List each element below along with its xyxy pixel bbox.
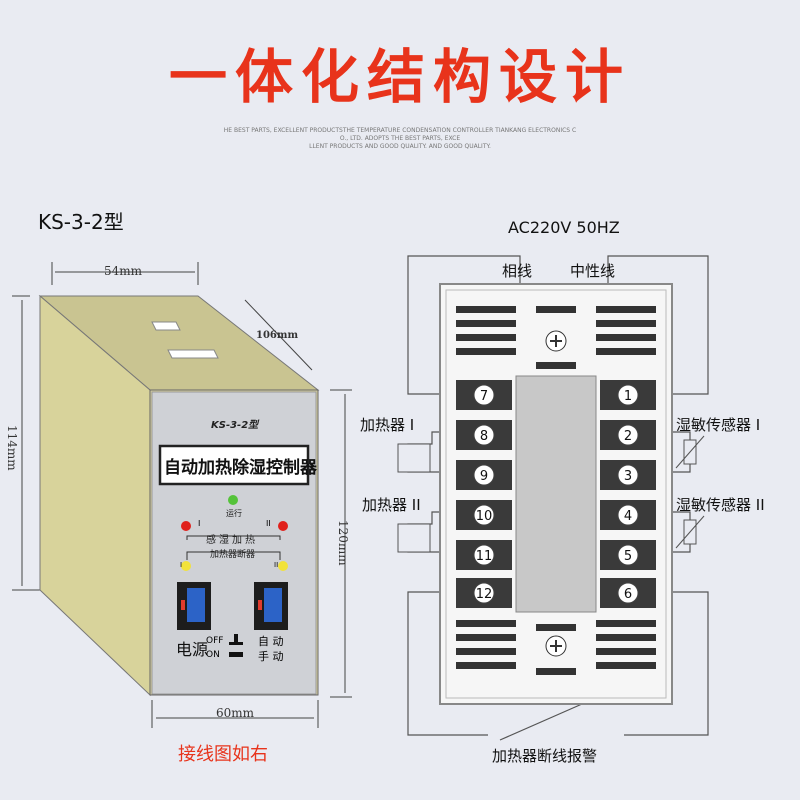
- break-led-2: [278, 561, 288, 571]
- top-slot-1: [151, 321, 181, 331]
- center-window: [515, 375, 597, 613]
- terminal-6: [617, 582, 639, 604]
- terminal-12-label: 12: [476, 587, 493, 602]
- panel-model: KS-3-2型: [211, 420, 259, 431]
- heater-1-label: 加热器 I: [360, 416, 415, 434]
- power-switch-1[interactable]: [177, 582, 211, 630]
- break-led-1: [181, 561, 191, 571]
- terminal-3-label: 3: [624, 469, 632, 484]
- subtitle-line-2: O., LTD. ADOPTS THE BEST PARTS, EXCE: [339, 135, 461, 142]
- ch2-label: II: [266, 519, 271, 528]
- alarm-led-1: [181, 521, 191, 531]
- off-label: OFF: [206, 636, 224, 646]
- subtitle-line-3: LLENT PRODUCTS AND GOOD QUALITY. AND GOO…: [309, 143, 491, 150]
- heater-1-box: [397, 443, 431, 473]
- terminal-8-label: 8: [480, 429, 488, 444]
- terminal-5-label: 5: [624, 549, 632, 564]
- subtitle-line-1: HE BEST PARTS, EXCELLENT PRODUCTSTHE TEM…: [223, 127, 577, 134]
- terminal-12: [473, 582, 495, 604]
- terminal-4-label: 4: [624, 509, 632, 524]
- neutral-label: 中性线: [570, 262, 616, 280]
- heater-2-box: [397, 523, 431, 553]
- page-title: 一体化结构设计: [168, 43, 631, 111]
- terminal-7-label: 7: [480, 389, 488, 404]
- alarm-label: 加热器断线报警: [492, 747, 598, 765]
- alarm-led-2: [278, 521, 288, 531]
- terminal-3: [617, 464, 639, 486]
- heater-break-label: 加热器断器: [210, 550, 256, 560]
- sensor-2-symbol: [675, 515, 705, 549]
- footer-note: 接线图如右: [178, 744, 268, 765]
- top-slot-2: [167, 349, 219, 359]
- ch1-label: I: [198, 519, 201, 528]
- bottom-mount-screw: [545, 635, 567, 657]
- dim-width-top: 54mm: [104, 264, 143, 278]
- terminal-2-label: 2: [624, 429, 632, 444]
- auto-label: 自 动: [258, 635, 284, 648]
- phase-label: 相线: [502, 262, 533, 280]
- terminal-8: [473, 424, 495, 446]
- panel-name-box: [158, 444, 310, 486]
- sensor-2-label: 湿敏传感器 II: [676, 496, 765, 514]
- terminal-10: [473, 504, 495, 526]
- terminal-7: [473, 384, 495, 406]
- on-label: ON: [206, 650, 220, 660]
- terminal-4: [617, 504, 639, 526]
- panel-name: 自动加热除湿控制器: [164, 458, 317, 478]
- ch1-break-label: I: [180, 561, 183, 569]
- dim-width-front: 60mm: [216, 706, 255, 720]
- run-led: [228, 495, 238, 505]
- sensor-1-symbol: [675, 435, 705, 469]
- terminal-5: [617, 544, 639, 566]
- dim-height-front: 120mm: [336, 520, 350, 566]
- power-label: 电源: [176, 640, 209, 659]
- terminal-1-label: 1: [624, 389, 632, 404]
- ch2-break-label: II: [274, 561, 279, 569]
- dim-height-side: 114mm: [5, 425, 19, 471]
- model-heading: KS-3-2型: [38, 210, 124, 234]
- run-label: 运行: [226, 509, 242, 518]
- power-spec: AC220V 50HZ: [508, 218, 620, 237]
- terminal-9: [473, 464, 495, 486]
- terminal-10-label: 10: [476, 509, 493, 524]
- power-switch-2[interactable]: [254, 582, 288, 630]
- sense-heat-label: 感湿加热: [206, 535, 258, 546]
- terminal-6-label: 6: [624, 587, 632, 602]
- terminal-11-label: 11: [476, 549, 493, 564]
- mode-symbol: [229, 634, 243, 657]
- terminal-11: [473, 544, 495, 566]
- heater-2-label: 加热器 II: [362, 496, 421, 514]
- top-mount-screw: [545, 330, 567, 352]
- dim-depth: 106mm: [256, 330, 299, 341]
- terminal-1: [617, 384, 639, 406]
- manual-label: 手 动: [258, 650, 284, 663]
- terminal-2: [617, 424, 639, 446]
- sensor-1-label: 湿敏传感器 I: [676, 416, 761, 434]
- terminal-9-label: 9: [480, 469, 488, 484]
